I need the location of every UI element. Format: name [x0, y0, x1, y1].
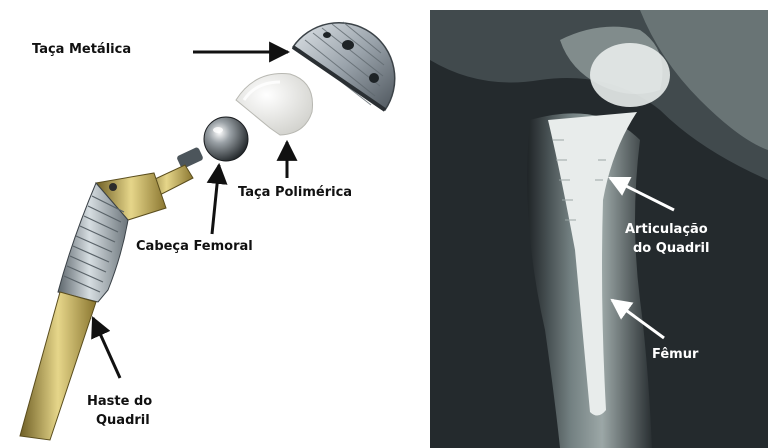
femoral-head — [176, 117, 248, 169]
arrow-hip-stem — [93, 318, 120, 378]
label-polymer-cup: Taça Polimérica — [238, 185, 352, 200]
label-metal-cup: Taça Metálica — [32, 42, 131, 57]
label-hip-joint-line1: Articulação — [625, 222, 708, 237]
xray-image: Articulação do Quadril Fêmur — [430, 10, 768, 448]
label-hip-stem-line1: Haste do — [87, 394, 152, 409]
arrow-femoral-head — [212, 165, 219, 234]
polymer-cup — [236, 74, 313, 135]
prosthesis-illustration: Taça Metálica Taça Polimérica Cabeça Fem… — [20, 22, 395, 440]
label-hip-stem-line2: Quadril — [96, 413, 150, 428]
label-hip-joint-line2: do Quadril — [633, 241, 709, 256]
label-femoral-head: Cabeça Femoral — [136, 239, 253, 254]
label-femur: Fêmur — [652, 347, 699, 362]
